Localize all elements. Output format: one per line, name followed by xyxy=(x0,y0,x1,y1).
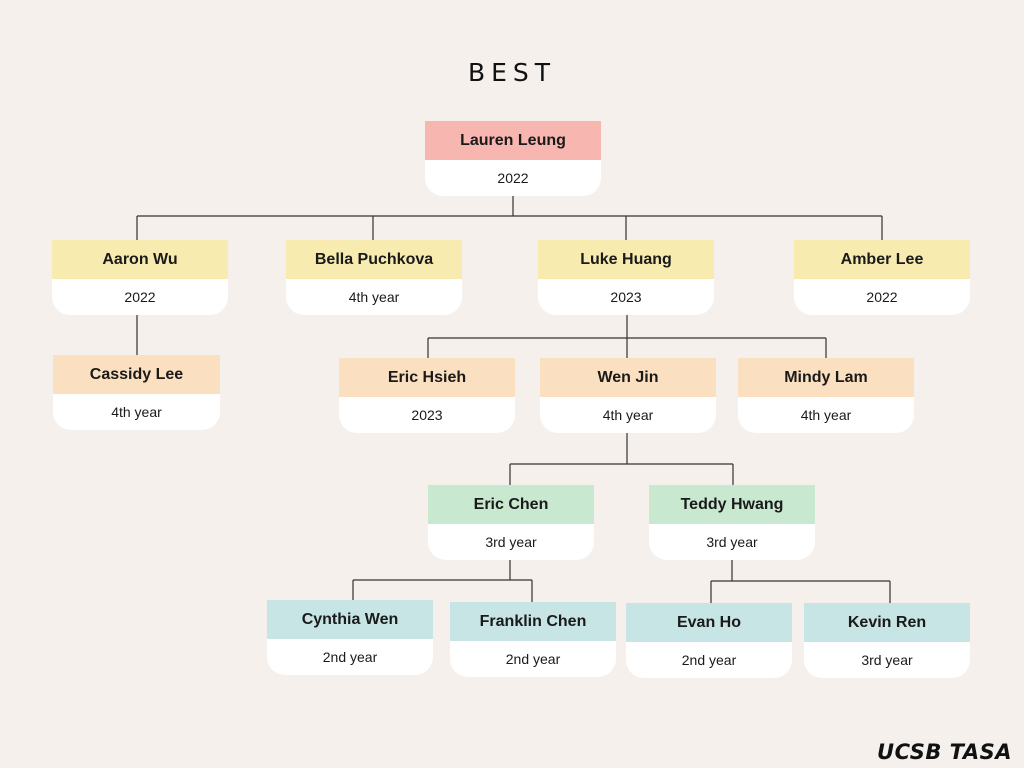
connector-root xyxy=(136,192,883,240)
node-name: Eric Chen xyxy=(428,485,594,524)
node-aaron-wu: Aaron Wu 2022 xyxy=(52,240,228,315)
node-detail: 2022 xyxy=(794,279,970,315)
node-bella-puchkova: Bella Puchkova 4th year xyxy=(286,240,462,315)
node-name: Eric Hsieh xyxy=(339,358,515,397)
node-luke-huang: Luke Huang 2023 xyxy=(538,240,714,315)
node-evan-ho: Evan Ho 2nd year xyxy=(626,603,792,678)
connector-luke xyxy=(427,315,827,358)
node-name: Bella Puchkova xyxy=(286,240,462,279)
node-wen-jin: Wen Jin 4th year xyxy=(540,358,716,433)
connector-wen xyxy=(509,433,734,485)
node-kevin-ren: Kevin Ren 3rd year xyxy=(804,603,970,678)
node-cynthia-wen: Cynthia Wen 2nd year xyxy=(267,600,433,675)
node-teddy-hwang: Teddy Hwang 3rd year xyxy=(649,485,815,560)
node-detail: 3rd year xyxy=(804,642,970,678)
node-detail: 2023 xyxy=(538,279,714,315)
node-detail: 4th year xyxy=(738,397,914,433)
node-name: Mindy Lam xyxy=(738,358,914,397)
node-detail: 3rd year xyxy=(649,524,815,560)
node-name: Wen Jin xyxy=(540,358,716,397)
node-detail: 2022 xyxy=(52,279,228,315)
connector-eric-chen xyxy=(352,560,533,602)
node-eric-hsieh: Eric Hsieh 2023 xyxy=(339,358,515,433)
node-cassidy-lee: Cassidy Lee 4th year xyxy=(53,355,220,430)
node-name: Evan Ho xyxy=(626,603,792,642)
node-eric-chen: Eric Chen 3rd year xyxy=(428,485,594,560)
node-name: Cassidy Lee xyxy=(53,355,220,394)
chart-title: BEST xyxy=(467,58,557,87)
node-detail: 2nd year xyxy=(626,642,792,678)
node-detail: 3rd year xyxy=(428,524,594,560)
node-detail: 2022 xyxy=(425,160,601,196)
node-lauren-leung: Lauren Leung 2022 xyxy=(425,121,601,196)
node-detail: 2023 xyxy=(339,397,515,433)
brand-logo-text: UCSB TASA xyxy=(877,740,1012,764)
node-name: Teddy Hwang xyxy=(649,485,815,524)
node-name: Luke Huang xyxy=(538,240,714,279)
node-name: Aaron Wu xyxy=(52,240,228,279)
node-name: Cynthia Wen xyxy=(267,600,433,639)
node-mindy-lam: Mindy Lam 4th year xyxy=(738,358,914,433)
node-name: Lauren Leung xyxy=(425,121,601,160)
node-name: Kevin Ren xyxy=(804,603,970,642)
node-detail: 2nd year xyxy=(267,639,433,675)
node-detail: 4th year xyxy=(286,279,462,315)
connector-teddy xyxy=(710,560,891,603)
node-franklin-chen: Franklin Chen 2nd year xyxy=(450,602,616,677)
node-name: Franklin Chen xyxy=(450,602,616,641)
node-detail: 4th year xyxy=(53,394,220,430)
node-detail: 2nd year xyxy=(450,641,616,677)
node-amber-lee: Amber Lee 2022 xyxy=(794,240,970,315)
node-detail: 4th year xyxy=(540,397,716,433)
node-name: Amber Lee xyxy=(794,240,970,279)
